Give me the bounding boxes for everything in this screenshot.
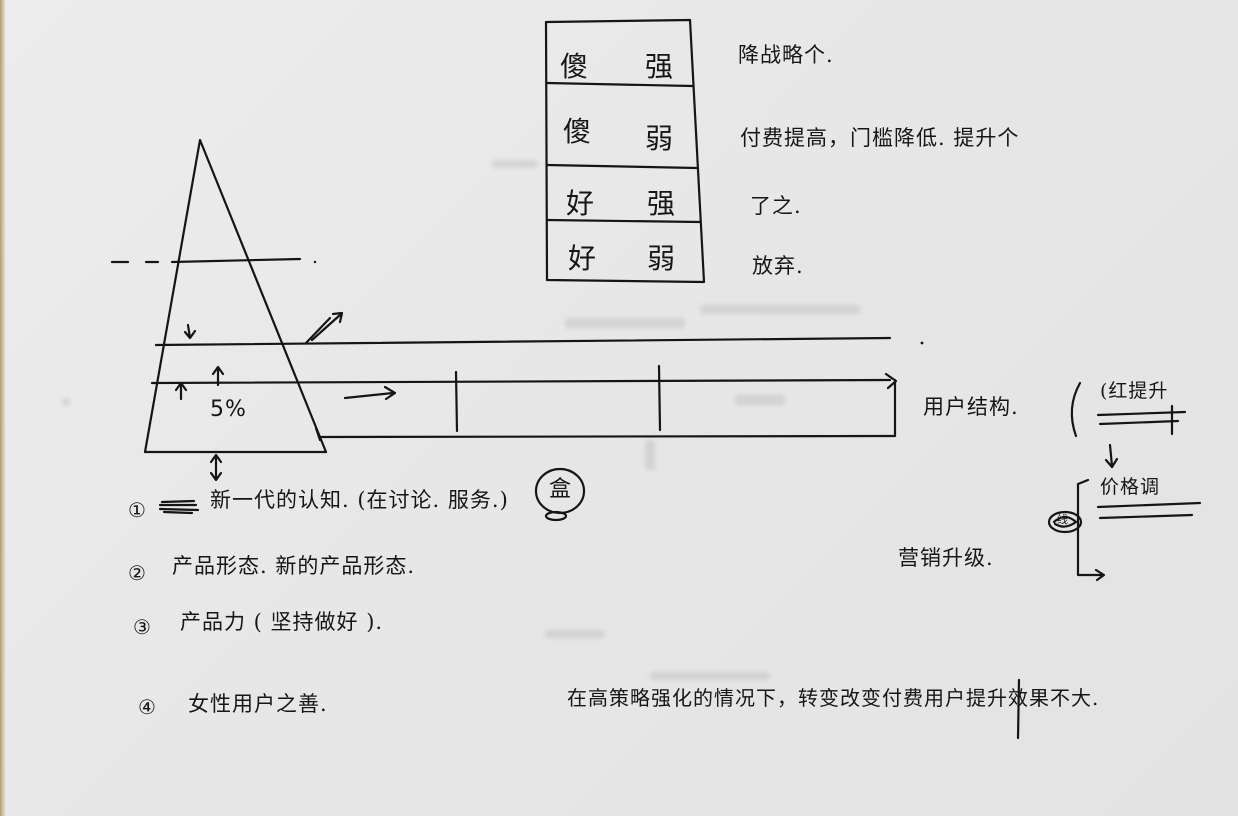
quadrant-note: 了之. [750, 194, 802, 218]
pyramid-band-line [150, 378, 892, 385]
list-marker: ① [128, 498, 147, 522]
table-cell-right: 弱 [647, 242, 676, 275]
smudge [492, 160, 538, 168]
conclusion-stroke [1016, 678, 1021, 740]
table-cell-right: 强 [647, 187, 676, 220]
list-marker: ③ [133, 615, 152, 639]
table-outline [544, 18, 706, 284]
pyramid-band-line [154, 336, 892, 347]
bar-divider [657, 364, 662, 432]
paper-edge [0, 0, 6, 816]
dash-dot [313, 260, 317, 264]
dot [920, 341, 924, 345]
note-top: (红提升 [1100, 380, 1169, 402]
outward-arrow [304, 311, 344, 345]
table-cell-left: 好 [568, 242, 597, 275]
smudge [645, 440, 655, 470]
smudge [650, 672, 770, 680]
smudge [565, 318, 685, 328]
table-cell-left: 傻 [563, 115, 592, 148]
table-cell-left: 好 [566, 187, 595, 220]
list-item: 产品形态. 新的产品形态. [172, 554, 416, 578]
table-cell-left: 傻 [560, 50, 589, 83]
pyramid-outline [143, 138, 328, 454]
user-structure-bar [318, 378, 897, 439]
quadrant-note: 降战略个. [738, 43, 834, 67]
circled-note-tail [544, 510, 568, 522]
list-item: 产品力 ( 坚持做好 ). [180, 610, 384, 634]
user-structure-arrowhead [884, 372, 898, 390]
list-item: 女性用户之善. [188, 692, 328, 716]
pyramid-band-label: 5% [210, 397, 247, 422]
circle-scribble [1052, 515, 1078, 528]
list-marker: ④ [138, 695, 157, 719]
circle-mark [1047, 510, 1083, 534]
quadrant-note: 付费提高，门槛降低. 提升个 [740, 126, 1020, 150]
right-arrow [343, 385, 397, 401]
table-divider [545, 163, 699, 170]
conclusion-text: 在高策略强化的情况下，转变改变付费用户提升效果不大. [567, 686, 1100, 710]
up-arrow [211, 365, 225, 387]
axis-bracket [1076, 478, 1106, 582]
down-arrow [1104, 443, 1119, 469]
note-middle: 价格调 [1100, 476, 1161, 498]
smudge [545, 630, 605, 638]
smudge [735, 395, 785, 405]
smudge [62, 398, 70, 406]
list-marker: ② [128, 561, 147, 585]
marketing-note: 营销升级. [898, 546, 994, 570]
circled-note: 盒 [549, 477, 573, 502]
up-arrow [174, 381, 188, 401]
underline [1096, 410, 1187, 426]
bar-divider [454, 370, 459, 433]
dashed-line [110, 257, 302, 264]
underline [1096, 501, 1202, 520]
table-divider [545, 218, 702, 224]
table-cell-right: 弱 [645, 122, 674, 155]
double-arrow [209, 453, 223, 482]
table-divider [545, 81, 694, 88]
small-tick [314, 426, 322, 442]
quadrant-note: 放弃. [752, 254, 804, 278]
smudge [700, 305, 860, 314]
bracket [1070, 381, 1082, 438]
down-arrow [183, 323, 197, 340]
list-item: 新一代的认知. (在讨论. 服务.) [210, 488, 509, 512]
table-cell-right: 强 [645, 50, 674, 83]
user-structure-label: 用户结构. [923, 395, 1019, 419]
circle-symbol: 线 [1057, 513, 1069, 526]
scratched-out-word [158, 499, 200, 515]
